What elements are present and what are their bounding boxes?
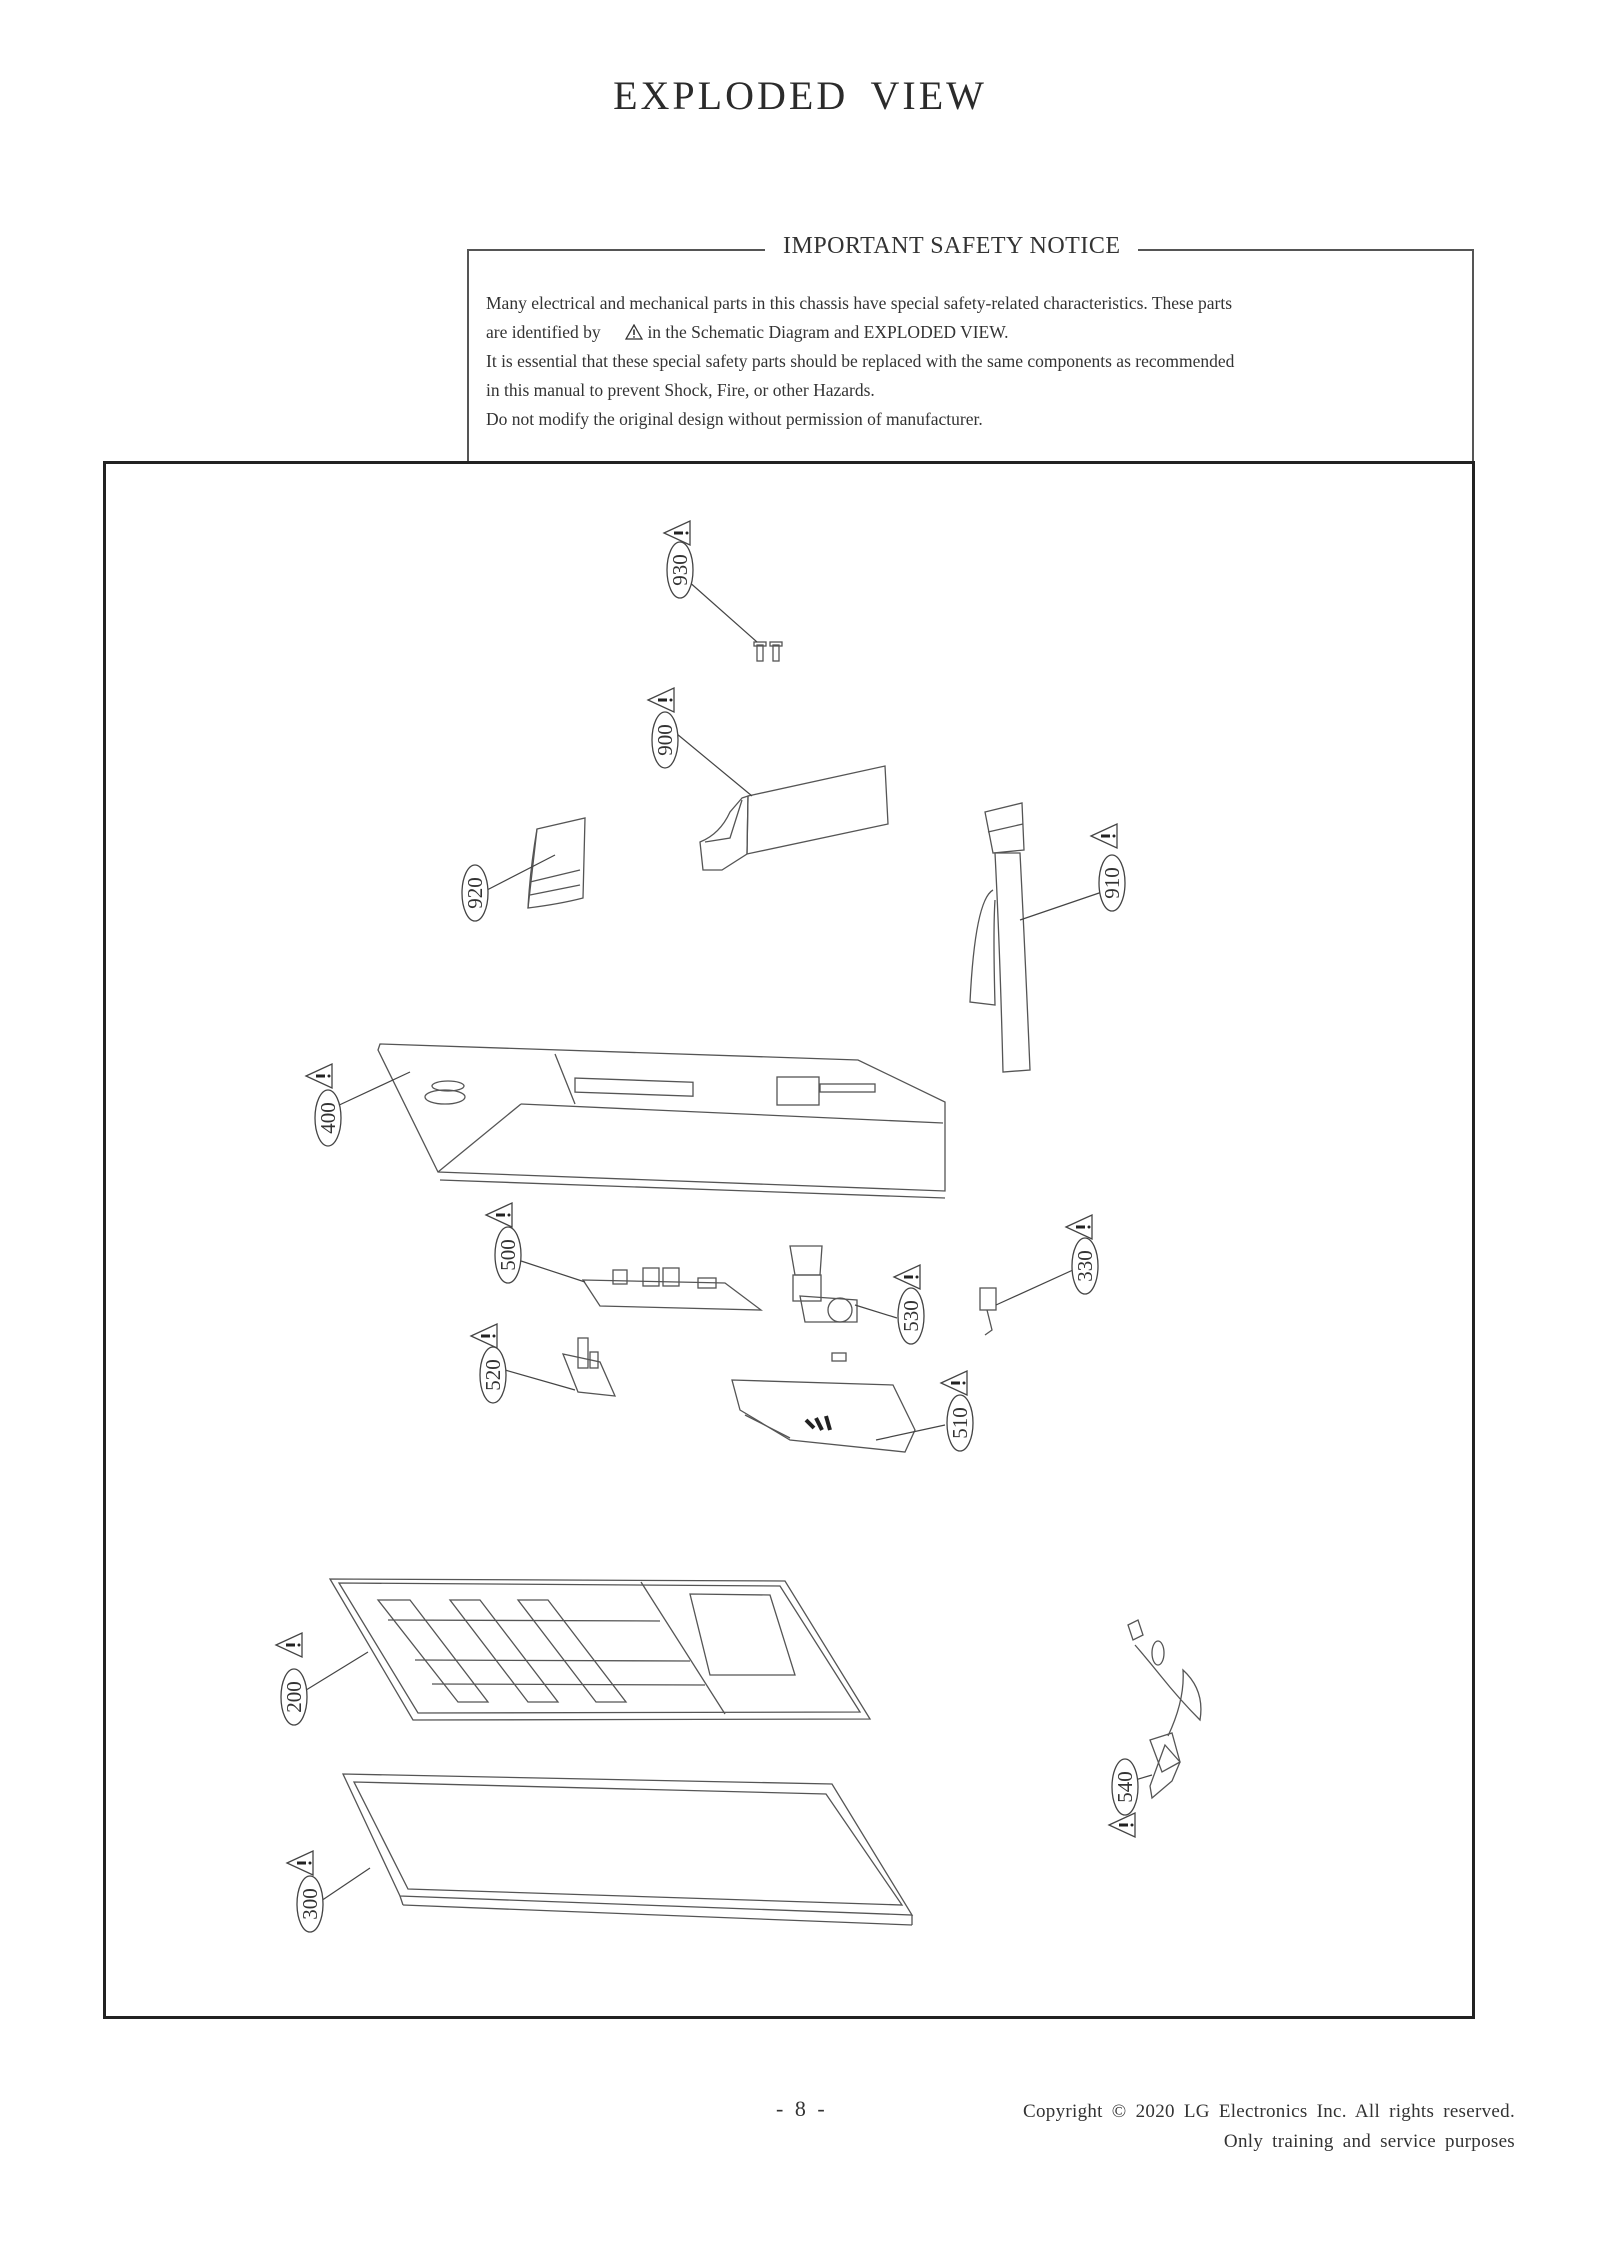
part-300-front-bezel [341,1773,914,1926]
callout-900: 900 [646,686,679,769]
notice-line-2-start: are identified by [486,322,601,342]
svg-text:540: 540 [1113,1771,1137,1803]
part-520-sub-board [561,1337,617,1397]
callout-500: 500 [484,1201,522,1284]
page-number: - 8 - [776,2096,825,2121]
svg-text:900: 900 [653,724,677,756]
part-330-button-module [979,1287,997,1336]
callout-910: 910 [1089,822,1126,912]
safety-notice-box: IMPORTANT SAFETY NOTICE Many electrical … [467,233,1474,461]
exploded-view-frame [103,461,1475,2019]
svg-text:930: 930 [668,554,692,586]
part-900-stand-neck [699,765,889,871]
notice-line-5: Do not modify the original design withou… [486,409,983,429]
part-510-chassis-bracket [731,1352,916,1453]
copyright-text: Copyright © 2020 LG Electronics Inc. All… [1023,2101,1515,2122]
callout-400: 400 [304,1062,342,1147]
callout-930: 930 [662,519,694,599]
svg-text:500: 500 [496,1239,520,1271]
svg-text:520: 520 [481,1359,505,1391]
purpose-text: Only training and service purposes [1223,2131,1515,2152]
svg-text:300: 300 [298,1888,322,1920]
callout-200: 200 [274,1631,308,1726]
svg-text:330: 330 [1073,1250,1097,1282]
callout-530: 530 [892,1263,925,1345]
part-400-back-cover [377,1043,946,1199]
callout-540: 540 [1107,1758,1139,1839]
svg-text:910: 910 [1100,867,1124,899]
callout-520: 520 [469,1322,507,1404]
part-920-stand-cover [527,817,586,909]
svg-text:200: 200 [282,1681,306,1713]
notice-line-3: It is essential that these special safet… [486,351,1235,371]
notice-line-1: Many electrical and mechanical parts in … [486,293,1233,313]
svg-text:510: 510 [948,1407,972,1439]
notice-line-2: are identified by in the Schematic Diagr… [486,318,1234,347]
warning-triangle-icon [625,324,644,340]
page-title: EXPLODED VIEW [613,73,987,118]
part-500-main-board [581,1267,764,1311]
part-200-lcd-panel [328,1578,872,1721]
safety-notice-body: Many electrical and mechanical parts in … [486,289,1234,434]
part-540-ac-adapter [1127,1619,1202,1800]
callout-920: 920 [461,864,489,922]
callout-330: 330 [1064,1213,1099,1295]
part-530-power-module [789,1245,858,1323]
svg-text:530: 530 [899,1300,923,1332]
copyright-footer: Copyright © 2020 LG Electronics Inc. All… [1023,2097,1515,2157]
notice-line-4: in this manual to prevent Shock, Fire, o… [486,380,875,400]
svg-text:920: 920 [463,877,487,909]
leader-lines [297,579,1153,1906]
callout-510: 510 [939,1369,974,1452]
callout-300: 300 [285,1849,324,1933]
svg-text:400: 400 [316,1102,340,1134]
safety-notice-title: IMPORTANT SAFETY NOTICE [765,233,1139,260]
part-930-screws [753,641,783,662]
part-910-stand [969,802,1031,1073]
notice-line-2-end: in the Schematic Diagram and EXPLODED VI… [647,322,1009,342]
